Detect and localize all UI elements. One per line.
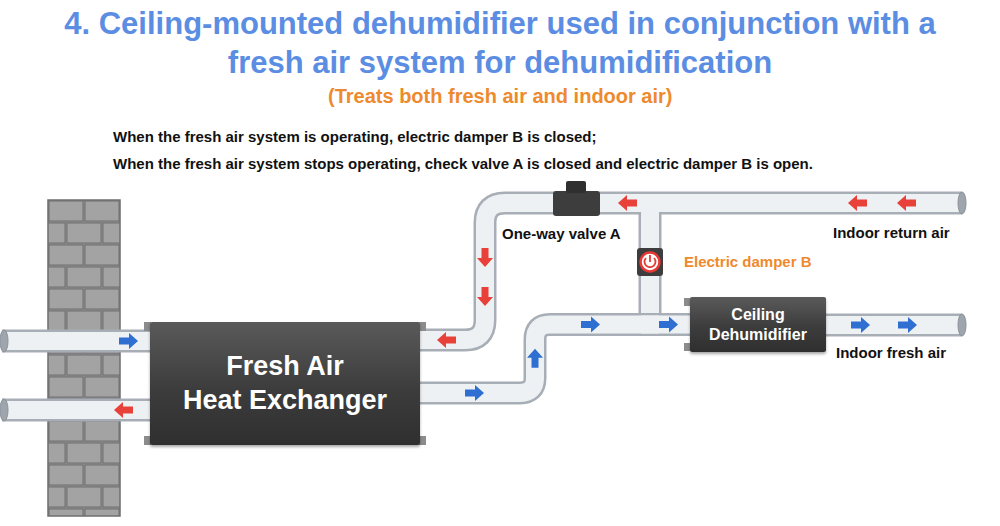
brick-wall bbox=[48, 200, 120, 516]
flow-arrow bbox=[527, 349, 543, 368]
part-label: Electric damper B bbox=[684, 253, 812, 271]
unit-name: Ceiling Dehumidifier bbox=[698, 305, 818, 345]
diagram-title: 4. Ceiling-mounted dehumidifier used in … bbox=[40, 4, 960, 82]
part-label: One-way valve A bbox=[502, 225, 621, 243]
flow-arrow bbox=[659, 317, 678, 333]
duct-pipes bbox=[2, 203, 962, 410]
dehumidifier-unit: Ceiling Dehumidifier bbox=[690, 297, 826, 352]
electric-damper bbox=[637, 248, 663, 276]
one-way-valve bbox=[553, 181, 600, 216]
flow-label: Indoor fresh air bbox=[836, 344, 946, 362]
subtitle: (Treats both fresh air and indoor air) bbox=[328, 84, 673, 108]
note-text: When the fresh air system is operating, … bbox=[113, 128, 597, 146]
note-text: When the fresh air system stops operatin… bbox=[113, 155, 813, 173]
flow-arrow bbox=[581, 317, 600, 333]
return-air-arrows bbox=[114, 195, 916, 418]
heat-exchanger-unit: Fresh Air Heat Exchanger bbox=[150, 322, 420, 445]
unit-name: Fresh Air Heat Exchanger bbox=[160, 350, 410, 418]
pipe-ends bbox=[0, 192, 966, 421]
flow-arrow bbox=[465, 385, 484, 401]
flow-label: Indoor return air bbox=[833, 224, 950, 242]
supply-duct bbox=[420, 316, 690, 401]
mounting-tabs bbox=[144, 298, 826, 445]
